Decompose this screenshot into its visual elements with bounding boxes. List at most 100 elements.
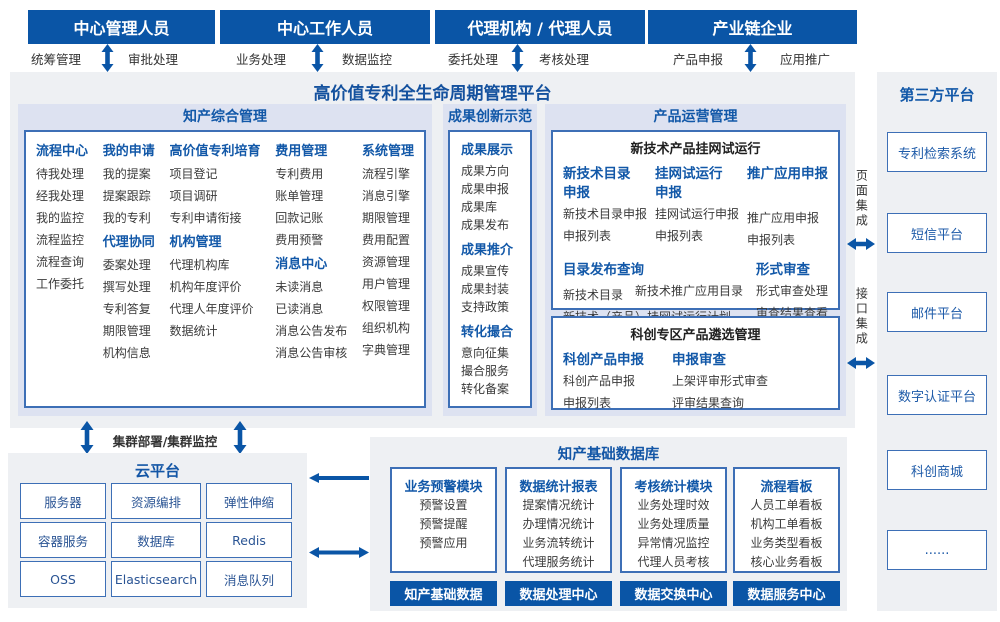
menu-item: 未读消息 bbox=[275, 280, 324, 294]
third-party-item: 专利检索系统 bbox=[887, 132, 987, 172]
db-module-warning: 业务预警模块 预警设置 预警提醒 预警应用 bbox=[390, 467, 497, 573]
menu-column: 推广应用申报 推广应用申报 申报列表 bbox=[747, 165, 828, 251]
menu-item: 提案跟踪 bbox=[102, 189, 151, 203]
menu-item: 新技术目录 bbox=[563, 288, 624, 302]
menu-item: 经我处理 bbox=[36, 189, 85, 203]
third-party-item: 邮件平台 bbox=[887, 292, 987, 332]
menu-group-heading: 机构管理 bbox=[169, 235, 222, 250]
menu-item: 成果发布 bbox=[461, 218, 510, 232]
menu-column: 费用管理 专利费用 账单管理 回款记账 费用预警 消息中心 未读消息 已读消息 … bbox=[275, 141, 347, 397]
left-arrow-icon bbox=[309, 472, 369, 484]
db-center-box: 数据服务中心 bbox=[733, 581, 840, 606]
menu-item: 消息引擎 bbox=[361, 189, 410, 203]
menu-item: 撰写处理 bbox=[102, 280, 151, 294]
menu-item: 异常情况监控 bbox=[637, 536, 710, 550]
menu-item: 专利费用 bbox=[275, 167, 324, 181]
menu-item: 数据统计 bbox=[169, 324, 218, 338]
menu-item: 办理情况统计 bbox=[522, 517, 595, 531]
menu-item: 账单管理 bbox=[275, 189, 324, 203]
menu-group-heading: 流程看板 bbox=[760, 480, 813, 495]
menu-item: 机构年度评价 bbox=[169, 280, 242, 294]
menu-item: 人员工单看板 bbox=[750, 498, 823, 512]
menu-item: 专利申请衔接 bbox=[169, 211, 242, 225]
section-ip-management: 知产综合管理 流程中心 待我处理 经我处理 我的监控 流程监控 流程查询 工作委… bbox=[18, 104, 432, 416]
menu-item: 成果封装 bbox=[461, 282, 510, 296]
actor-role-label: 考核处理 bbox=[538, 52, 589, 67]
menu-item: 专利答复 bbox=[102, 302, 151, 316]
subbox-title: 科创专区产品遴选管理 bbox=[630, 328, 761, 343]
vertical-double-arrow-icon bbox=[311, 44, 324, 72]
menu-group-heading: 转化撮合 bbox=[461, 325, 514, 340]
menu-group-heading: 成果展示 bbox=[461, 143, 514, 158]
actor-header-center-staff: 中心工作人员 bbox=[220, 10, 430, 44]
menu-column: 挂网试运行申报 挂网试运行申报 申报列表 bbox=[655, 165, 739, 251]
menu-group-heading: 费用管理 bbox=[275, 144, 328, 159]
menu-item: 成果方向 bbox=[461, 164, 510, 178]
menu-group-heading: 业务预警模块 bbox=[404, 480, 483, 495]
actor-header-industry-enterprise: 产业链企业 bbox=[648, 10, 857, 44]
menu-item: 新技术推广应用目录 bbox=[635, 284, 744, 298]
menu-group-heading: 形式审查 bbox=[755, 262, 810, 278]
actor-role-label: 审批处理 bbox=[127, 52, 178, 67]
menu-item: 权限管理 bbox=[361, 299, 410, 313]
menu-item: 申报列表 bbox=[747, 233, 796, 247]
menu-item: 预警提醒 bbox=[419, 517, 468, 531]
menu-item: 提案情况统计 bbox=[522, 498, 595, 512]
section-achievement: 成果创新示范 成果展示 成果方向 成果申报 成果库 成果发布 成果推介 成果宣传… bbox=[443, 104, 537, 416]
third-party-item: 科创商城 bbox=[887, 450, 987, 490]
menu-column: 新技术目录申报 新技术目录申报 申报列表 bbox=[563, 165, 647, 251]
menu-item: 我的提案 bbox=[102, 167, 151, 181]
menu-item: 支持政策 bbox=[461, 300, 510, 314]
menu-group-heading: 系统管理 bbox=[361, 144, 414, 159]
menu-item: 推广应用申报 bbox=[747, 211, 820, 225]
actor-role-label: 应用推广 bbox=[779, 52, 830, 67]
menu-group-heading: 目录发布查询 bbox=[563, 262, 644, 278]
menu-group-heading: 新技术目录申报 bbox=[563, 166, 631, 201]
platform-panel: 高价值专利全生命周期管理平台 知产综合管理 流程中心 待我处理 经我处理 我的监… bbox=[10, 72, 855, 428]
menu-group-heading: 考核统计模块 bbox=[634, 480, 713, 495]
menu-column: 我的申请 我的提案 提案跟踪 我的专利 代理协同 委案处理 撰写处理 专利答复 … bbox=[103, 141, 155, 397]
menu-item: 业务类型看板 bbox=[750, 536, 823, 550]
menu-item: 消息公告发布 bbox=[275, 324, 348, 338]
menu-item: 流程查询 bbox=[36, 255, 85, 269]
menu-group-heading: 高价值专利培育 bbox=[169, 144, 261, 159]
actor-role-label: 委托处理 bbox=[447, 52, 498, 67]
subbox-online-trial: 新技术产品挂网试运行 新技术目录申报 新技术目录申报 申报列表 挂网试运行申报 … bbox=[551, 130, 840, 324]
third-party-title: 第三方平台 bbox=[899, 86, 975, 104]
menu-item: 费用配置 bbox=[361, 233, 410, 247]
horizontal-double-arrow-icon bbox=[847, 237, 875, 251]
ip-database-title: 知产基础数据库 bbox=[557, 447, 660, 463]
menu-item: 预警设置 bbox=[419, 498, 468, 512]
menu-column: 流程中心 待我处理 经我处理 我的监控 流程监控 流程查询 工作委托 bbox=[36, 141, 88, 397]
menu-item: 组织机构 bbox=[361, 321, 410, 335]
vertical-double-arrow-icon bbox=[80, 421, 94, 454]
db-center-box: 数据处理中心 bbox=[505, 581, 612, 606]
actor-role-label: 业务处理 bbox=[235, 52, 286, 67]
db-center-box: 知产基础数据 bbox=[390, 581, 497, 606]
section-content-box: 成果展示 成果方向 成果申报 成果库 成果发布 成果推介 成果宣传 成果封装 支… bbox=[448, 130, 532, 408]
section-title: 成果创新示范 bbox=[448, 109, 532, 125]
menu-item: 挂网试运行申报 bbox=[655, 207, 740, 221]
subbox-title: 新技术产品挂网试运行 bbox=[630, 142, 761, 157]
menu-item: 资源管理 bbox=[361, 255, 410, 269]
cloud-service-box: 服务器 bbox=[20, 483, 106, 519]
third-party-panel: 第三方平台 专利检索系统 短信平台 邮件平台 数字认证平台 科创商城 .....… bbox=[877, 72, 997, 611]
db-module-statistics: 数据统计报表 提案情况统计 办理情况统计 业务流转统计 代理服务统计 bbox=[505, 467, 612, 573]
menu-item: 申报列表 bbox=[563, 229, 612, 243]
menu-item: 代理人员考核 bbox=[637, 555, 710, 569]
menu-item: 机构信息 bbox=[102, 346, 151, 360]
menu-group-heading: 消息中心 bbox=[275, 257, 328, 272]
menu-item: 成果申报 bbox=[461, 182, 510, 196]
menu-item: 预警应用 bbox=[419, 536, 468, 550]
vertical-double-arrow-icon bbox=[233, 421, 247, 454]
menu-item: 项目调研 bbox=[169, 189, 218, 203]
menu-item: 期限管理 bbox=[361, 211, 410, 225]
cloud-platform-title: 云平台 bbox=[134, 462, 180, 480]
menu-group-heading: 代理协同 bbox=[102, 235, 155, 250]
cloud-service-box: 弹性伸缩 bbox=[206, 483, 292, 519]
actor-role-label: 产品申报 bbox=[672, 52, 723, 67]
menu-item: 形式审查处理 bbox=[755, 284, 828, 298]
api-integration-label: 接口集成 bbox=[854, 287, 869, 347]
vertical-double-arrow-icon bbox=[511, 44, 524, 72]
